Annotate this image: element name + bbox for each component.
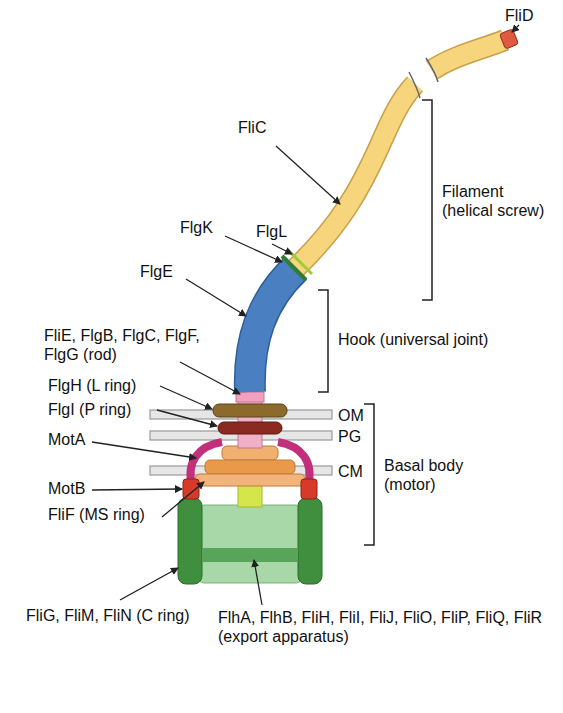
part-label: FlhA, FlhB, FliH, FliI, FliJ, FliO, FliP… xyxy=(218,608,548,646)
part-label: OM xyxy=(338,406,378,425)
part-label: PG xyxy=(338,427,378,446)
part-label: FlgL xyxy=(256,222,316,241)
part-label: FliD xyxy=(505,6,555,25)
part-label: FlgI (P ring) xyxy=(48,400,178,419)
part-label: CM xyxy=(338,462,378,481)
part-label: Hook (universal joint) xyxy=(338,330,538,349)
part-label: MotB xyxy=(48,479,108,498)
part-label: FliG, FliM, FliN (C ring) xyxy=(26,606,216,625)
part-label: FliF (MS ring) xyxy=(48,505,178,524)
part-label: FlgK xyxy=(180,218,240,237)
part-label: FliE, FlgB, FlgC, FlgF, FlgG (rod) xyxy=(44,326,214,364)
part-label: Filament (helical screw) xyxy=(442,182,558,220)
part-label: FliC xyxy=(238,118,298,137)
part-label: FlgE xyxy=(140,262,200,281)
part-label: Basal body (motor) xyxy=(384,456,494,494)
part-label: MotA xyxy=(48,430,108,449)
part-label: FlgH (L ring) xyxy=(48,376,178,395)
